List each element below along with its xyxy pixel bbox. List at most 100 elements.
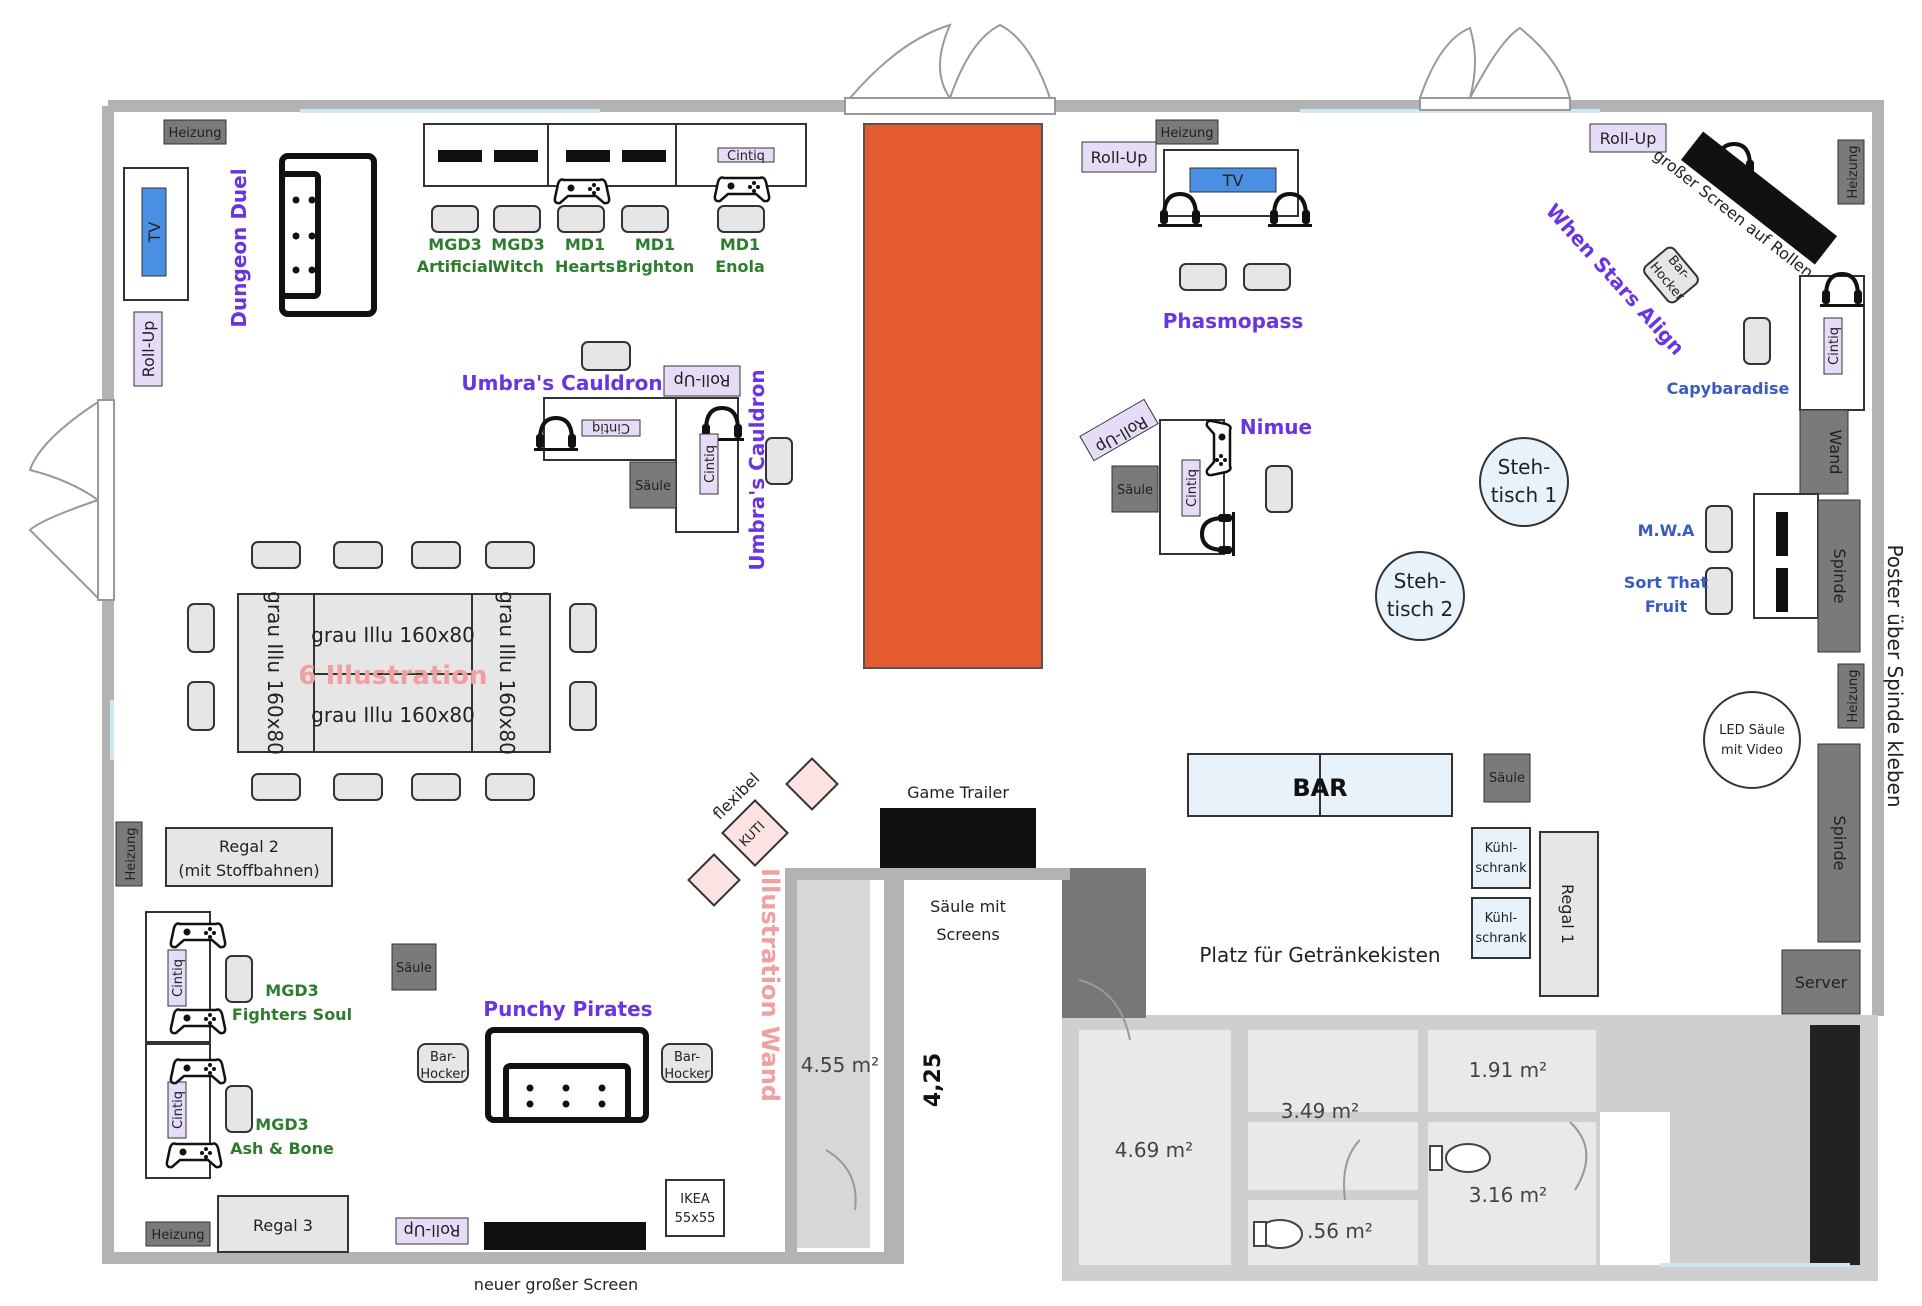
svg-text:Brighton: Brighton xyxy=(616,257,694,276)
saule-pillar xyxy=(391,943,437,991)
saule-screens-label: Säule mit xyxy=(930,897,1006,916)
bar-hocker-stool xyxy=(661,1043,713,1083)
toilet-icon xyxy=(1253,1143,1491,1249)
orange-wall-block xyxy=(863,123,1043,669)
roll-up-label: Roll-Up xyxy=(404,1221,461,1240)
team-label-mgd3: MGD3 xyxy=(255,1115,308,1134)
cintiq-label: Cintiq xyxy=(592,420,630,435)
heizung-label: Heizung xyxy=(1161,126,1214,141)
bar-hocker-label: Hocker xyxy=(420,1067,466,1082)
svg-text:MGD3: MGD3 xyxy=(428,235,481,254)
table-label: grau Illu 160x80 xyxy=(311,703,475,727)
poster-note: Poster über Spinde kleben xyxy=(1883,544,1907,807)
chair xyxy=(1705,567,1733,615)
chair xyxy=(581,341,631,371)
stehtisch-label: Steh- xyxy=(1498,455,1551,479)
couch-icon xyxy=(279,153,377,317)
saule-pillar xyxy=(1111,465,1159,513)
svg-text:MD1: MD1 xyxy=(565,235,605,254)
roll-up-banner xyxy=(133,311,163,387)
team-label-6-illustration: 6 Illustration xyxy=(298,661,487,691)
svg-text:Hearts: Hearts xyxy=(555,257,615,276)
heizung-label: Heizung xyxy=(1846,146,1861,199)
saule-pillar xyxy=(629,461,677,509)
regal-3-shelf xyxy=(217,1195,349,1253)
regal-3-label: Regal 3 xyxy=(253,1216,313,1235)
bar-hocker-label: Bar- xyxy=(430,1050,456,1065)
table-label: grau Illu 160x80 xyxy=(311,623,475,647)
new-screen-label: neuer großer Screen xyxy=(474,1275,638,1294)
team-label-phasmopass: Phasmopass xyxy=(1163,309,1304,333)
roll-up-banner xyxy=(395,1217,469,1245)
fridge xyxy=(1471,897,1531,959)
bar-label: BAR xyxy=(1292,774,1347,802)
room-area-469: 4.69 m² xyxy=(1115,1138,1193,1162)
saule-label: Säule xyxy=(1117,483,1153,498)
heizung-label: Heizung xyxy=(124,828,139,881)
team-label-punchy-pirates: Punchy Pirates xyxy=(483,997,652,1021)
chair xyxy=(1179,263,1227,291)
station-row-top: Cintiq xyxy=(423,123,807,187)
svg-text:Enola: Enola xyxy=(715,257,765,276)
cintiq-tablet xyxy=(581,419,641,437)
game-trailer-screen xyxy=(880,808,1036,868)
room-area-316: 3.16 m² xyxy=(1469,1183,1547,1207)
spinde-label: Spinde xyxy=(1830,549,1849,604)
game-trailer-label: Game Trailer xyxy=(907,783,1009,802)
fridge-sublabel: schrank xyxy=(1475,861,1527,876)
saule-pillar xyxy=(1483,753,1531,803)
table-label: grau Illu 160x80 xyxy=(495,591,519,755)
server-rack xyxy=(1781,949,1861,1015)
chair xyxy=(1705,505,1733,553)
saule-screens-sublabel: Screens xyxy=(936,925,999,944)
heizung-tags: Heizung Heizung Heizung Heizung Heizung … xyxy=(115,119,1865,1247)
roll-up-banner xyxy=(1081,141,1157,173)
spinde-locker xyxy=(1817,743,1861,943)
chair xyxy=(1265,465,1293,513)
team-label-nimue: Nimue xyxy=(1240,415,1312,439)
chair xyxy=(225,955,253,1003)
roll-up-label: Roll-Up xyxy=(674,371,731,390)
chairs-illustration xyxy=(187,541,597,801)
chairs-top xyxy=(431,205,765,233)
regal-2-label: Regal 2 xyxy=(219,837,279,856)
cintiq-label: Cintiq xyxy=(1185,469,1200,507)
chair xyxy=(765,437,793,485)
saule-label: Säule xyxy=(1489,771,1525,786)
dimension-label: 4,25 xyxy=(921,1053,946,1107)
team-label-mwa: M.W.A xyxy=(1638,521,1695,540)
team-label-umbras-cauldron: Umbra's Cauldron xyxy=(461,371,662,395)
cintiq-label: Cintiq xyxy=(171,959,186,997)
monitor xyxy=(1776,568,1788,612)
getraenke-label: Platz für Getränkekisten xyxy=(1199,943,1440,967)
tv-screen xyxy=(1189,167,1277,193)
team-label-illustration-wand: Illustration Wand xyxy=(756,868,784,1102)
walls xyxy=(102,100,1884,1264)
regal-1-label: Regal 1 xyxy=(1558,884,1577,944)
team-label-sort-that-fruit: Sort That xyxy=(1624,573,1709,592)
wall-segment xyxy=(1799,409,1849,495)
restroom-doors xyxy=(825,979,1588,1211)
heizung-label: Heizung xyxy=(1846,670,1861,723)
fridge-sublabel: schrank xyxy=(1475,931,1527,946)
chair xyxy=(225,1085,253,1133)
chair xyxy=(1243,263,1291,291)
room-area-349: 3.49 m² xyxy=(1281,1099,1359,1123)
stehtisch-label: tisch 2 xyxy=(1387,597,1454,621)
team-label-umbras-cauldron-vertical: Umbra's Cauldron xyxy=(745,369,769,570)
stehtisch-label: tisch 1 xyxy=(1491,483,1558,507)
saule-label: Säule xyxy=(635,479,671,494)
kuti-tables xyxy=(687,757,839,907)
heizung-label: Heizung xyxy=(169,126,222,141)
team-label-ash-bone: Ash & Bone xyxy=(230,1139,334,1158)
spinde-locker xyxy=(1817,499,1861,653)
roll-up-banner xyxy=(663,365,741,397)
regal-1-shelf xyxy=(1539,831,1599,997)
gamepad-icon xyxy=(713,176,771,203)
roll-up-label: Roll-Up xyxy=(1091,148,1148,167)
heizung-label: Heizung xyxy=(152,1228,205,1243)
team-label-capybaradise: Capybaradise xyxy=(1667,379,1790,398)
cintiq-label: Cintiq xyxy=(1827,327,1842,365)
monitor xyxy=(1776,512,1788,556)
